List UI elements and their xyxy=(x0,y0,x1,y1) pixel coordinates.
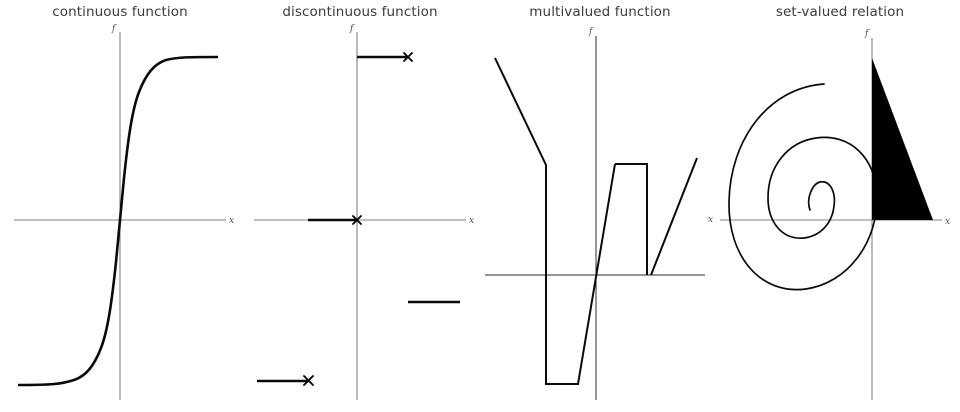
plot-multivalued-function: f x xyxy=(485,27,713,400)
panel-title-discontinuous: discontinuous function xyxy=(282,4,438,20)
plot-discontinuous-function: f x xyxy=(254,24,474,400)
panel-title-multivalued: multivalued function xyxy=(529,4,671,20)
panel-discontinuous-function: discontinuous function f x xyxy=(240,0,480,412)
f-axis-label: f xyxy=(111,24,117,34)
panel-title-continuous: continuous function xyxy=(52,4,188,20)
left-branch-polyline xyxy=(494,57,616,385)
panel-title-set-valued: set-valued relation xyxy=(775,4,905,20)
plot-continuous-function: f x xyxy=(14,24,234,400)
open-endpoint-x-marker-top xyxy=(403,52,413,62)
x-axis-label: x xyxy=(229,216,234,226)
plateau-branch-polyline xyxy=(615,163,648,275)
spiral-curve xyxy=(728,83,878,291)
panel-continuous-function: continuous function f x xyxy=(0,0,240,412)
panel-set-valued-relation: set-valued relation f x xyxy=(720,0,960,412)
f-axis-label: f xyxy=(349,24,355,34)
x-axis-label: x xyxy=(945,217,950,227)
f-axis-label: f xyxy=(588,27,594,37)
filled-triangle xyxy=(872,58,933,220)
plot-set-valued-relation: f x xyxy=(720,29,950,400)
open-endpoint-x-marker-bottom-left xyxy=(303,375,314,386)
panel-multivalued-function: multivalued function f x xyxy=(480,0,720,412)
open-endpoint-x-marker-zero xyxy=(352,215,362,225)
sigmoid-curve xyxy=(17,55,219,387)
f-axis-label: f xyxy=(864,29,870,39)
x-axis-label: x xyxy=(469,216,474,226)
x-axis-label: x xyxy=(708,215,713,225)
right-branch-segment xyxy=(650,157,698,276)
